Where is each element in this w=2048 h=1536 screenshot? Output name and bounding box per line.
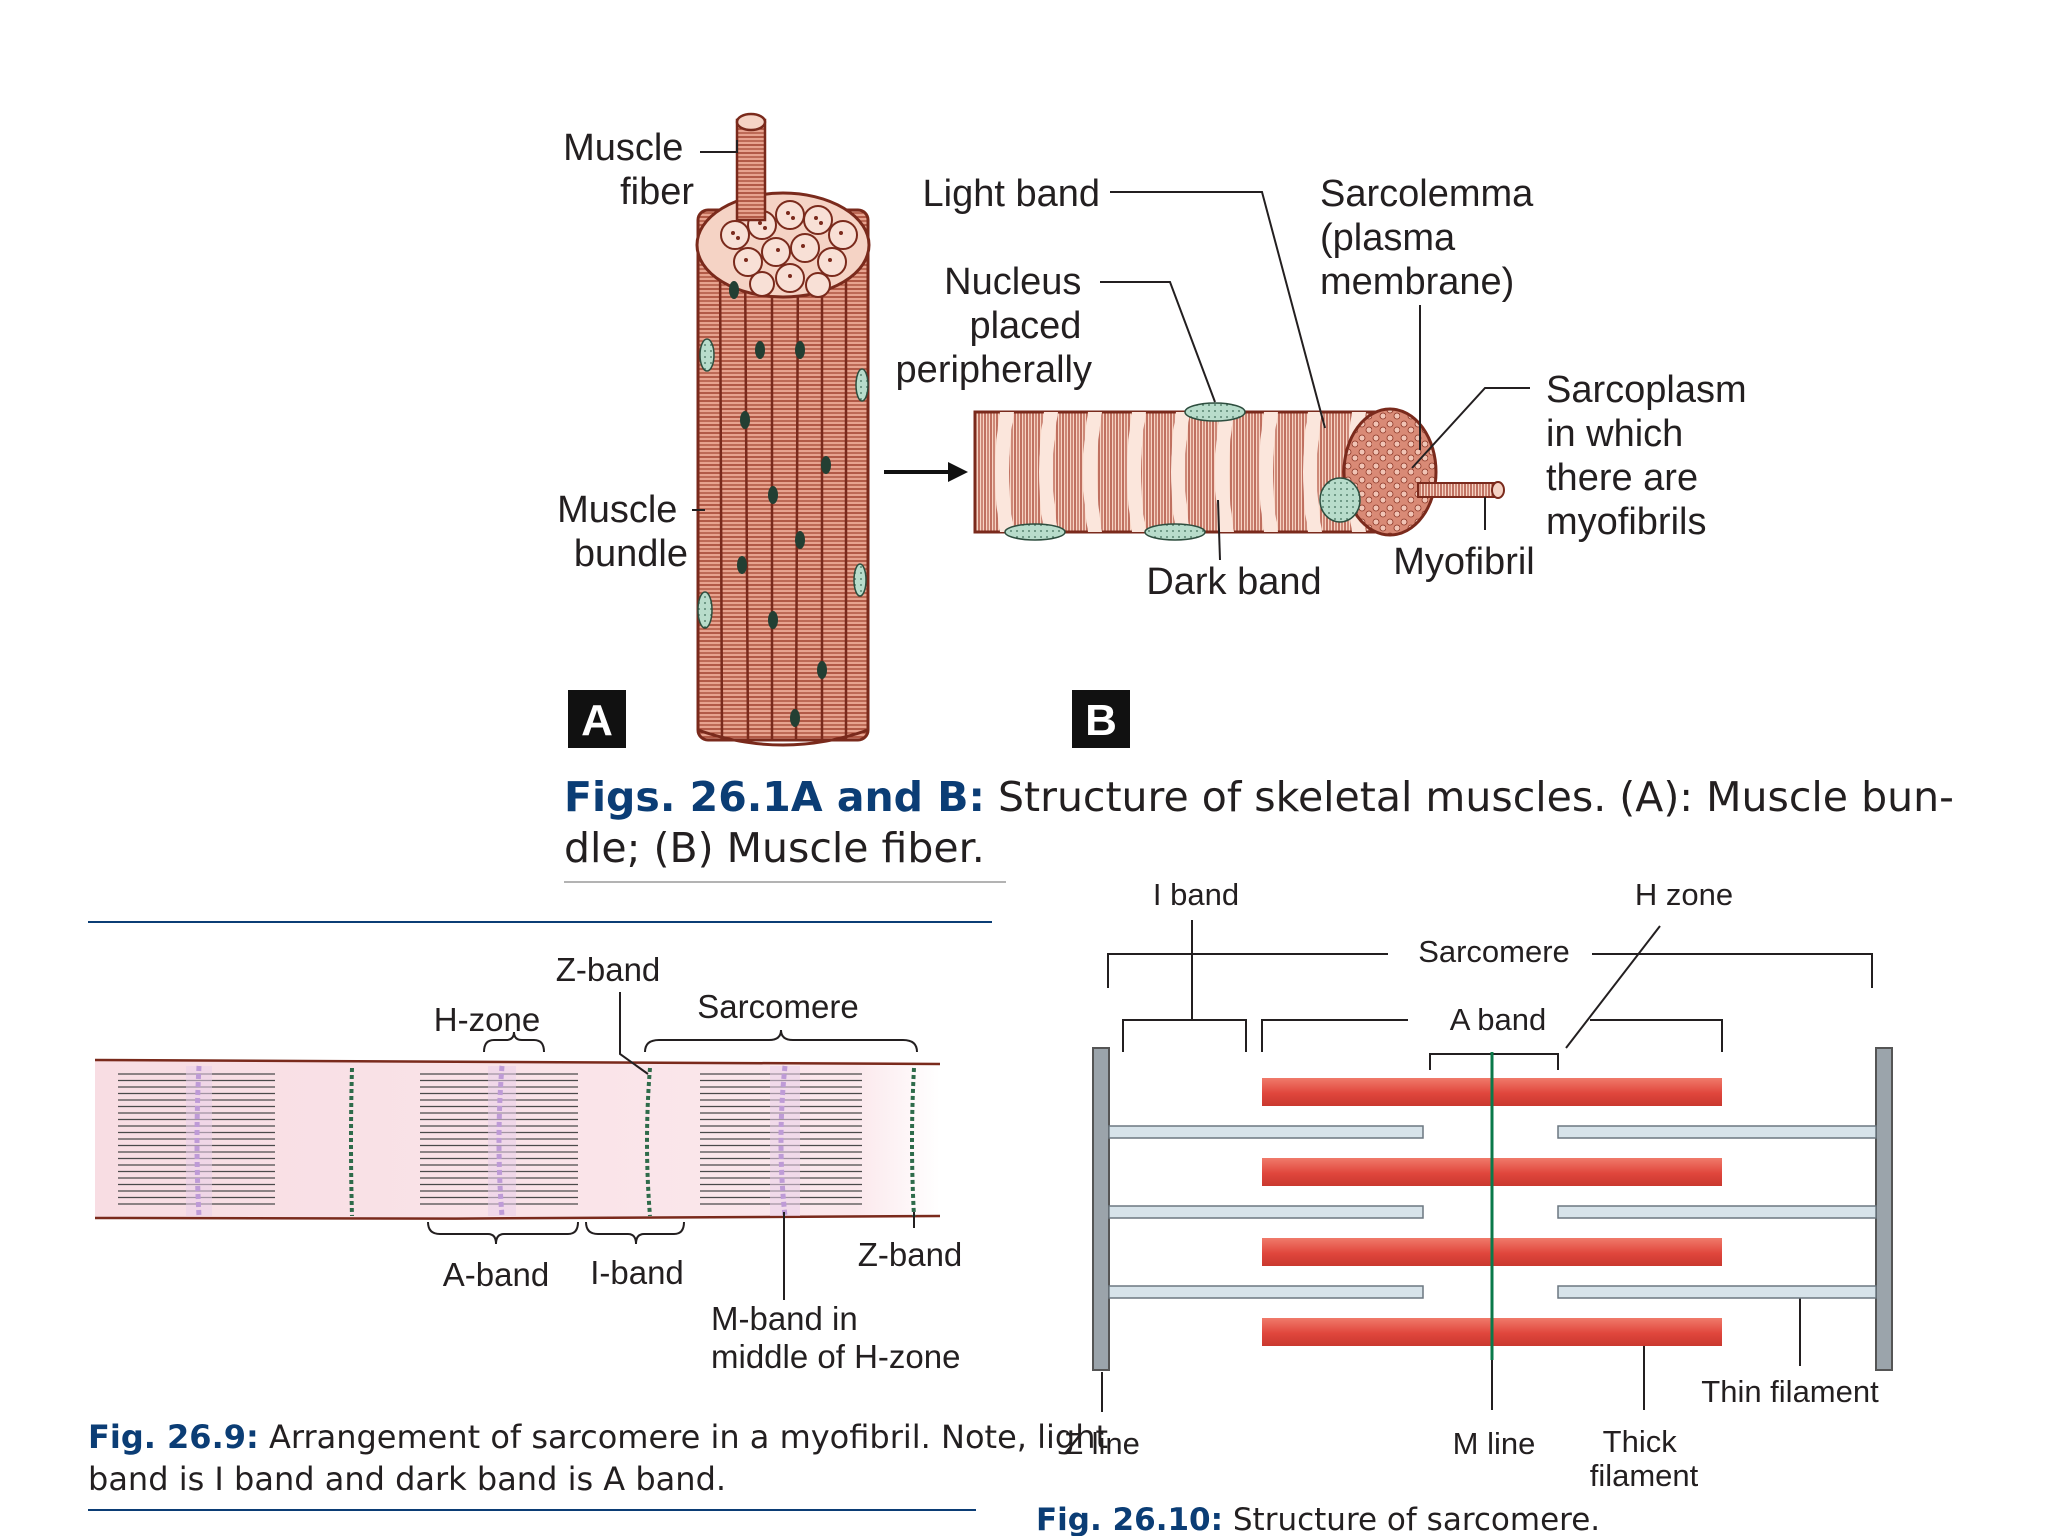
label-muscle-bundle: Muscle bundle [557,489,688,575]
thin-filament [1108,1285,1424,1299]
muscle-fiber-illustration [973,191,1530,561]
label-sarcomere-fig26-10: Sarcomere [1418,934,1570,969]
thin-filament [1108,1205,1424,1219]
label-a-band: A-band [443,1256,549,1293]
label-thin-filament: Thin filament [1701,1374,1879,1409]
label-h-zone: H-zone [434,1001,540,1038]
figure-26-9: Z-band H-zone Sarcomere A-band I-band Z-… [88,921,1118,1511]
figure-26-1: Muscle fiber Muscle bundle A B [557,112,1967,883]
svg-text:A: A [581,696,613,745]
label-nucleus: Nucleus placed peripherally [896,261,1092,391]
panel-badge-a: A [568,690,626,748]
label-myofibril: Myofibril [1393,541,1534,583]
label-z-band-bottom: Z-band [858,1236,963,1273]
arrow-a-to-b [884,462,968,482]
fig26-10-brackets [1101,920,1873,1412]
label-z-line: Z line [1064,1426,1140,1461]
svg-text:B: B [1085,696,1117,745]
thin-filament [1557,1205,1877,1219]
panel-badge-b: B [1072,690,1130,748]
label-light-band: Light band [923,173,1101,215]
thin-filament [1557,1125,1877,1139]
label-h-zone-fig26-10: H zone [1635,877,1733,912]
thin-filament [1557,1285,1877,1299]
label-a-band-fig26-10: A band [1450,1002,1547,1037]
label-i-band: I-band [590,1254,684,1291]
label-sarcolemma: Sarcolemma (plasma membrane) [1320,173,1544,303]
label-sarcoplasm: Sarcoplasm in which there are myofibrils [1546,369,1757,543]
thin-filament [1108,1125,1424,1139]
label-m-band: M-band in middle of H-zone [711,1300,960,1375]
caption-fig-26-9: Fig. 26.9: Arrangement of sarcomere in a… [88,1418,1118,1498]
muscle-bundle-illustration [692,112,871,747]
label-z-band-top: Z-band [556,951,661,988]
caption-fig-26-1: Figs. 26.1A and B: Structure of skeletal… [564,773,1967,872]
label-muscle-fiber: Muscle fiber [563,127,694,213]
label-thick-filament: Thick filament [1590,1424,1699,1493]
label-i-band-fig26-10: I band [1153,877,1239,912]
label-sarcomere-fig26-9: Sarcomere [697,988,858,1025]
fig26-9-braces [427,992,918,1300]
label-m-line: M line [1453,1426,1536,1461]
label-dark-band: Dark band [1146,561,1321,603]
figure-26-10: I band H zone Sarcomere A band Z line M … [1036,877,1893,1536]
z-band-lines [349,1067,916,1217]
caption-fig-26-10: Fig. 26.10: Structure of sarcomere. [1036,1502,1600,1536]
